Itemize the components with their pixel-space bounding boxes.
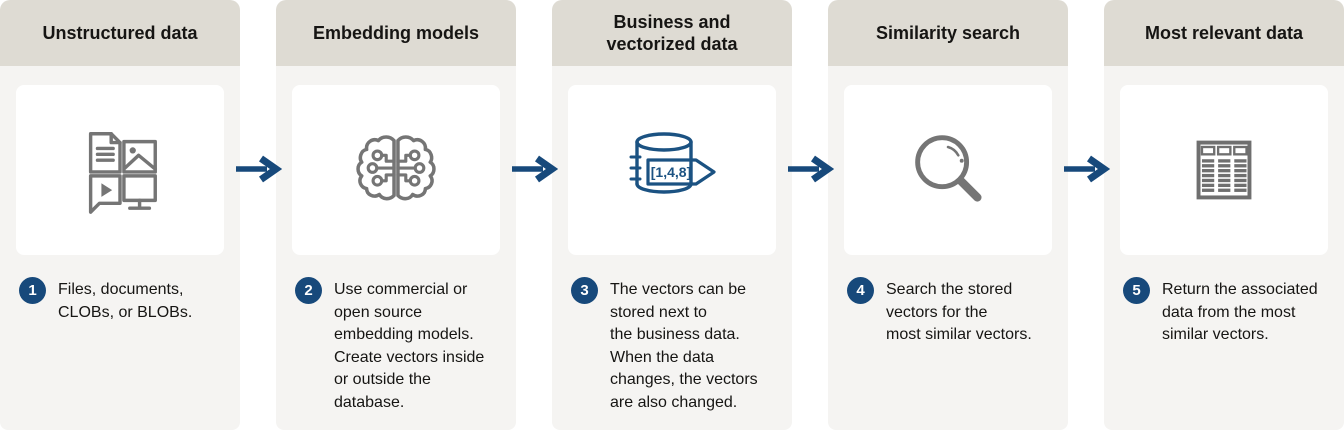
step-description: Search the stored vectors for the most s…	[886, 281, 1032, 343]
step-description: Use commercial or open source embedding …	[334, 281, 485, 411]
column-header: Unstructured data	[0, 0, 240, 66]
column-body: 5 Return the associated data from the mo…	[1104, 66, 1344, 430]
flow-arrow-icon	[512, 155, 558, 183]
step-row: 4 Search the stored vectors for the most…	[844, 277, 1052, 347]
column-unstructured-data: Unstructured data	[0, 0, 240, 430]
flow-arrow-icon	[1064, 155, 1110, 183]
column-business-vectorized-data: Business and vectorized data [1,4,8] 3	[552, 0, 792, 430]
step-row: 3 The vectors can be stored next to the …	[568, 277, 776, 414]
column-header-label: Embedding models	[312, 23, 480, 43]
flow-gap	[1064, 0, 1110, 430]
table-columns-icon	[1196, 140, 1252, 200]
column-header-label: Business and vectorized data	[606, 12, 738, 54]
database-vector-icon: [1,4,8]	[629, 132, 716, 194]
column-similarity-search: Similarity search 4 Search the stored ve…	[828, 0, 1068, 430]
step-number-badge: 1	[19, 277, 46, 304]
column-body: 2 Use commercial or open source embeddin…	[276, 66, 516, 430]
brain-circuit-icon	[356, 135, 436, 201]
step-description: The vectors can be stored next to the bu…	[610, 281, 758, 411]
icon-card	[844, 85, 1052, 255]
step-row: 2 Use commercial or open source embeddin…	[292, 277, 500, 414]
flow-gap	[236, 0, 282, 430]
flow-arrow-icon	[236, 155, 282, 183]
column-body: [1,4,8] 3 The vectors can be stored next…	[552, 66, 792, 430]
flow-arrow-icon	[788, 155, 834, 183]
step-description: Files, documents, CLOBs, or BLOBs.	[58, 281, 193, 321]
column-body: 4 Search the stored vectors for the most…	[828, 66, 1068, 430]
vector-value-label: [1,4,8]	[651, 164, 691, 180]
icon-card: [1,4,8]	[568, 85, 776, 255]
column-body: 1 Files, documents, CLOBs, or BLOBs.	[0, 66, 240, 430]
step-number-badge: 5	[1123, 277, 1150, 304]
column-header: Embedding models	[276, 0, 516, 66]
flow-gap	[788, 0, 834, 430]
icon-card	[292, 85, 500, 255]
column-header-label: Similarity search	[875, 23, 1021, 43]
flow-gap	[512, 0, 558, 430]
step-description: Return the associated data from the most…	[1162, 281, 1318, 343]
column-header-label: Most relevant data	[1144, 23, 1304, 43]
column-header-label: Unstructured data	[42, 23, 198, 43]
column-header: Similarity search	[828, 0, 1068, 66]
icon-card	[1120, 85, 1328, 255]
step-row: 1 Files, documents, CLOBs, or BLOBs.	[16, 277, 224, 324]
column-header: Most relevant data	[1104, 0, 1344, 66]
column-most-relevant-data: Most relevant data	[1104, 0, 1344, 430]
step-number-badge: 3	[571, 277, 598, 304]
magnifier-icon	[915, 135, 982, 202]
step-number-badge: 4	[847, 277, 874, 304]
step-number-badge: 2	[295, 277, 322, 304]
step-row: 5 Return the associated data from the mo…	[1120, 277, 1328, 347]
icon-card	[16, 85, 224, 255]
column-embedding-models: Embedding models 2	[276, 0, 516, 430]
documents-media-icon	[88, 132, 157, 214]
column-header: Business and vectorized data	[552, 0, 792, 66]
